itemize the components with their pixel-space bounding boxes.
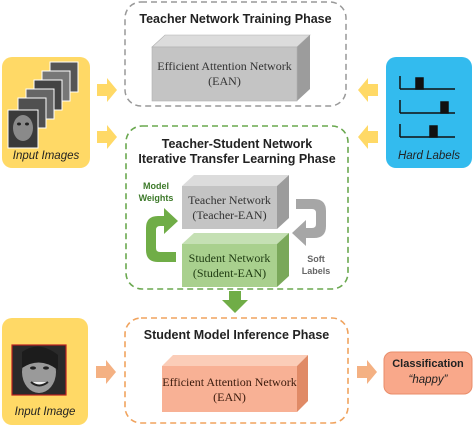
input-arrows-left bbox=[97, 78, 117, 149]
input-images-label: Input Images bbox=[12, 150, 80, 162]
student-line2: (Student-EAN) bbox=[192, 266, 267, 280]
student-ean-block bbox=[182, 233, 289, 287]
inference-ean-text: Efficient Attention Network (EAN) bbox=[162, 375, 297, 405]
soft-labels-label: Soft Labels bbox=[296, 253, 336, 277]
model-weights-arrow bbox=[146, 208, 178, 262]
training-phase-box bbox=[124, 1, 347, 107]
transfer-title-line2: Iterative Transfer Learning Phase bbox=[138, 152, 336, 166]
input-image-label: Input Image bbox=[14, 406, 76, 418]
teacher-ean-text: Teacher Network (Teacher-EAN) bbox=[182, 193, 277, 223]
label-arrows-right bbox=[358, 78, 378, 149]
training-phase-title: Teacher Network Training Phase bbox=[139, 12, 332, 26]
soft-labels-line2: Labels bbox=[301, 266, 331, 276]
teacher-line1: Teacher Network bbox=[188, 193, 271, 207]
training-ean-text: Efficient Attention Network (EAN) bbox=[152, 59, 297, 89]
classification-value: “happy” bbox=[408, 374, 448, 386]
transfer-to-inference-arrow bbox=[222, 291, 248, 313]
model-weights-label: Model Weights bbox=[134, 180, 178, 204]
classification-box bbox=[383, 351, 473, 395]
student-line1: Student Network bbox=[188, 251, 271, 265]
input-image-arrow bbox=[96, 360, 116, 384]
hard-labels-bars-icon bbox=[399, 76, 455, 138]
transfer-title-line1: Teacher-Student Network bbox=[161, 137, 313, 151]
soft-labels-arrow bbox=[292, 199, 326, 246]
model-weights-line1: Model bbox=[143, 181, 169, 191]
face-photo bbox=[11, 344, 67, 396]
transfer-phase-box bbox=[125, 125, 349, 290]
transfer-phase-title: Teacher-Student Network Iterative Transf… bbox=[126, 137, 348, 167]
training-ean-line1: Efficient Attention Network bbox=[157, 59, 292, 73]
face-thumbnails bbox=[7, 61, 79, 149]
inference-ean-line1: Efficient Attention Network bbox=[162, 375, 297, 389]
teacher-line2: (Teacher-EAN) bbox=[192, 208, 267, 222]
inference-phase-title: Student Model Inference Phase bbox=[143, 328, 330, 342]
training-ean-block bbox=[151, 34, 311, 102]
inference-phase-box bbox=[124, 317, 349, 424]
model-weights-line2: Weights bbox=[138, 193, 174, 203]
output-arrow bbox=[357, 360, 377, 384]
inference-ean-line2: (EAN) bbox=[213, 390, 246, 404]
hard-labels-label: Hard Labels bbox=[397, 150, 460, 162]
student-ean-text: Student Network (Student-EAN) bbox=[182, 251, 277, 281]
teacher-ean-block bbox=[182, 175, 289, 229]
training-ean-line2: (EAN) bbox=[208, 74, 241, 88]
soft-labels-line1: Soft bbox=[307, 254, 325, 264]
classification-output: Classification “happy” bbox=[384, 356, 472, 388]
classification-title: Classification bbox=[392, 358, 464, 370]
inference-ean-block bbox=[162, 355, 308, 412]
